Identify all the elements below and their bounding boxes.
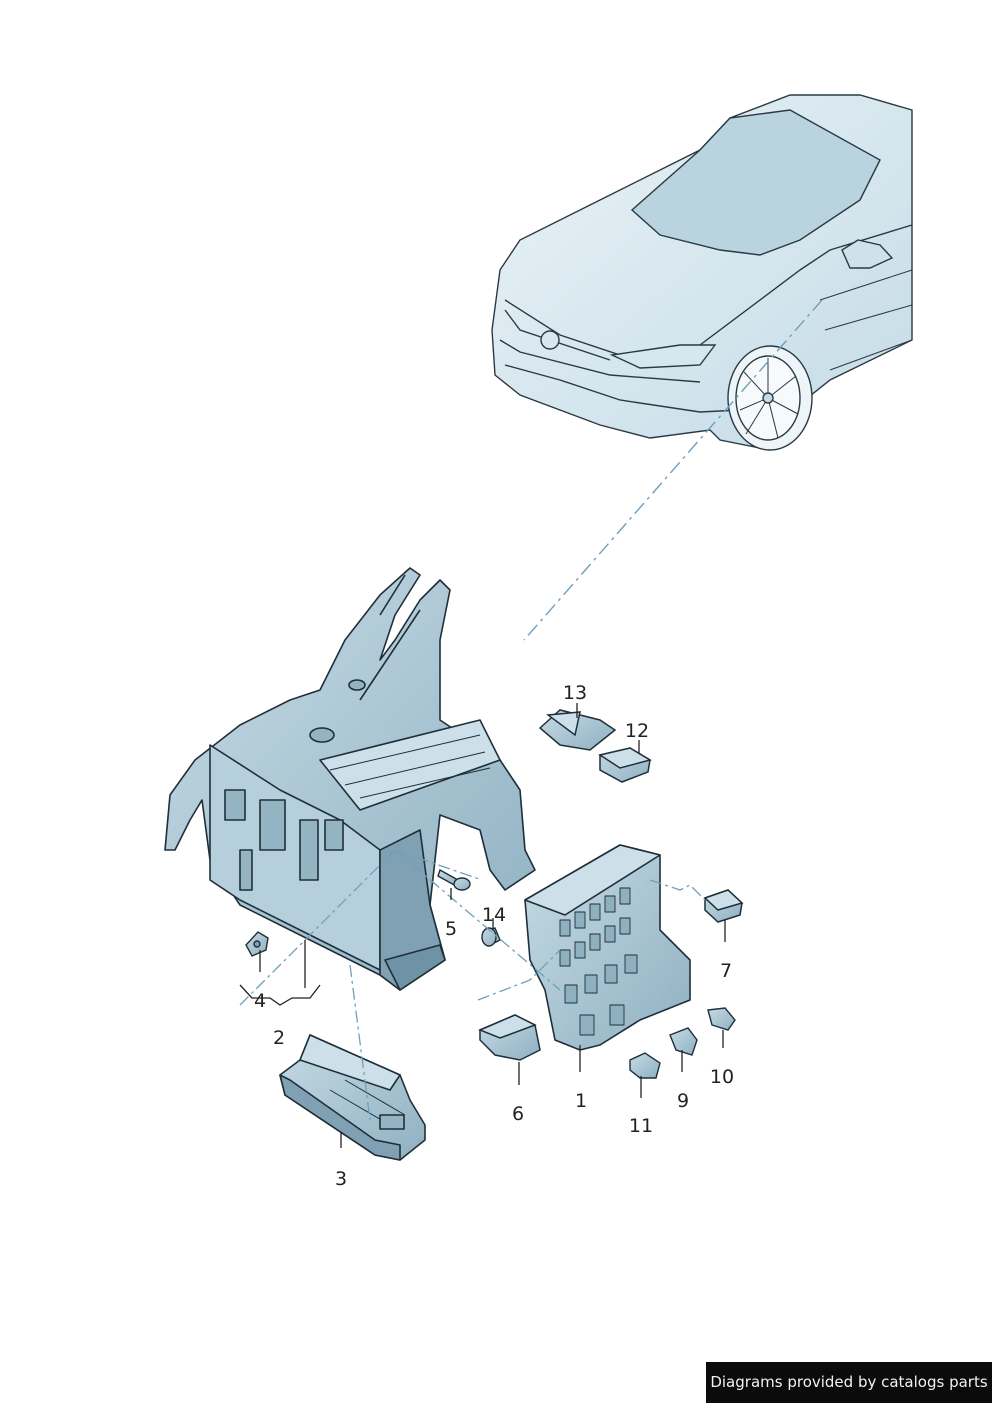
callout-leader-lines [239, 703, 726, 1148]
callout-3: 3 [334, 1168, 348, 1190]
part-5-screw [437, 868, 471, 891]
callout-9: 9 [676, 1090, 690, 1112]
part-1-fuse-box [524, 844, 691, 1051]
callout-1: 1 [574, 1090, 588, 1112]
callout-10: 10 [709, 1066, 735, 1088]
part-12-relay [598, 747, 652, 783]
callout-11: 11 [628, 1115, 654, 1137]
callout-14: 14 [481, 904, 507, 926]
part-2-bracket [164, 567, 536, 991]
part-14-plug [481, 927, 501, 947]
part-7-relay [703, 889, 744, 923]
callout-13: 13 [562, 682, 588, 704]
part-4-clip [245, 931, 269, 957]
callout-5: 5 [444, 918, 458, 940]
part-9-fuse [669, 1027, 698, 1056]
callout-2: 2 [272, 1027, 286, 1049]
part-3-tray [279, 1034, 426, 1161]
callout-4: 4 [253, 990, 267, 1012]
watermark-banner: Diagrams provided by catalogs parts [706, 1362, 992, 1403]
vehicle-illustration [491, 94, 913, 451]
callout-6: 6 [511, 1103, 525, 1125]
part-11-fuse [629, 1052, 661, 1079]
part-13-relay-holder [538, 709, 617, 751]
part-6-connector [478, 1014, 541, 1061]
callout-12: 12 [624, 720, 650, 742]
callout-7: 7 [719, 960, 733, 982]
part-10-fuse [707, 1007, 736, 1031]
assembly-leaders [239, 844, 706, 1121]
